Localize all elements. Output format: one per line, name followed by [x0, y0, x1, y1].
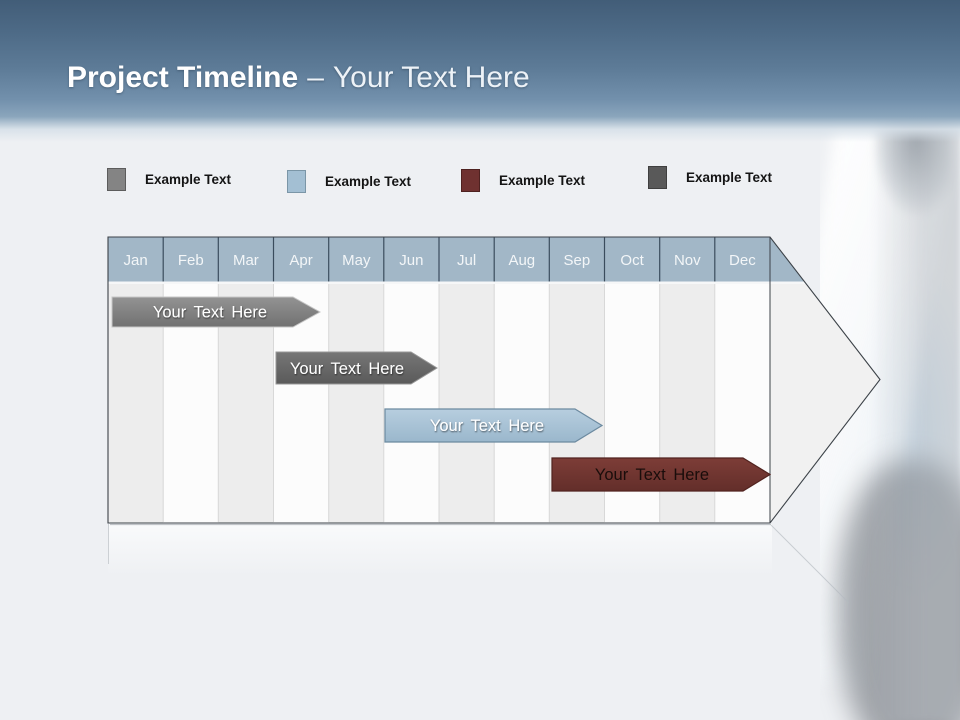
- legend-item-maroon: Example Text: [461, 169, 585, 192]
- month-label: Oct: [620, 252, 644, 269]
- gantt-bar-maroon: Your Text Here: [551, 457, 772, 492]
- legend-swatch-gray: [107, 168, 126, 191]
- legend-swatch-darkgray: [648, 166, 667, 189]
- bar-shape: [384, 408, 604, 443]
- timeline-arrow-outline: [107, 236, 881, 524]
- legend-label: Example Text: [499, 173, 586, 188]
- bar-label: Your Text Here: [290, 360, 404, 378]
- page-title: Project Timeline–Your Text Here: [67, 60, 530, 96]
- title-subtitle: Your Text Here: [332, 61, 530, 94]
- legend-label: Example Text: [686, 170, 773, 185]
- month-label: Jan: [124, 252, 148, 269]
- legend-item-blue: Example Text: [287, 170, 411, 193]
- month-label: Nov: [674, 252, 701, 269]
- month-label: Sep: [564, 252, 591, 269]
- month-label: Dec: [729, 252, 756, 269]
- title-separator: –: [307, 61, 324, 94]
- bar-label: Your Text Here: [430, 417, 544, 435]
- title-main: Project Timeline: [67, 61, 299, 94]
- month-label: May: [342, 252, 371, 269]
- legend-label: Example Text: [325, 174, 412, 189]
- gantt-bar-blue: Your Text Here: [384, 408, 604, 443]
- legend-swatch-blue: [287, 170, 306, 193]
- bar-shape: [275, 351, 438, 385]
- photo-edge-gray: [870, 112, 960, 720]
- bar-label: Your Text Here: [595, 466, 709, 484]
- gantt-bar-gray: Your Text Here: [111, 296, 322, 328]
- legend-swatch-maroon: [461, 169, 480, 192]
- header-cell-dividers: [162, 237, 716, 282]
- gantt-bar-darkgray: Your Text Here: [275, 351, 438, 385]
- slide-header: Project Timeline–Your Text Here: [0, 0, 960, 142]
- month-label: Aug: [508, 252, 535, 269]
- month-label: Mar: [233, 252, 259, 269]
- legend-item-gray: Example Text: [107, 168, 231, 191]
- photo-dark-area: [838, 460, 960, 720]
- legend-item-darkgray: Example Text: [648, 166, 772, 189]
- bar-shape: [551, 457, 772, 492]
- bar-shape: [111, 296, 322, 328]
- month-header-row: Jan Feb Mar Apr May Jun Jul Aug Sep Oct …: [108, 237, 880, 284]
- month-label: Jun: [399, 252, 423, 269]
- month-label: Jul: [457, 252, 476, 269]
- bar-label: Your Text Here: [153, 304, 267, 322]
- legend-label: Example Text: [145, 172, 232, 187]
- month-label: Feb: [178, 252, 204, 269]
- timeline-reflection: [108, 524, 850, 604]
- month-label: Apr: [289, 252, 312, 269]
